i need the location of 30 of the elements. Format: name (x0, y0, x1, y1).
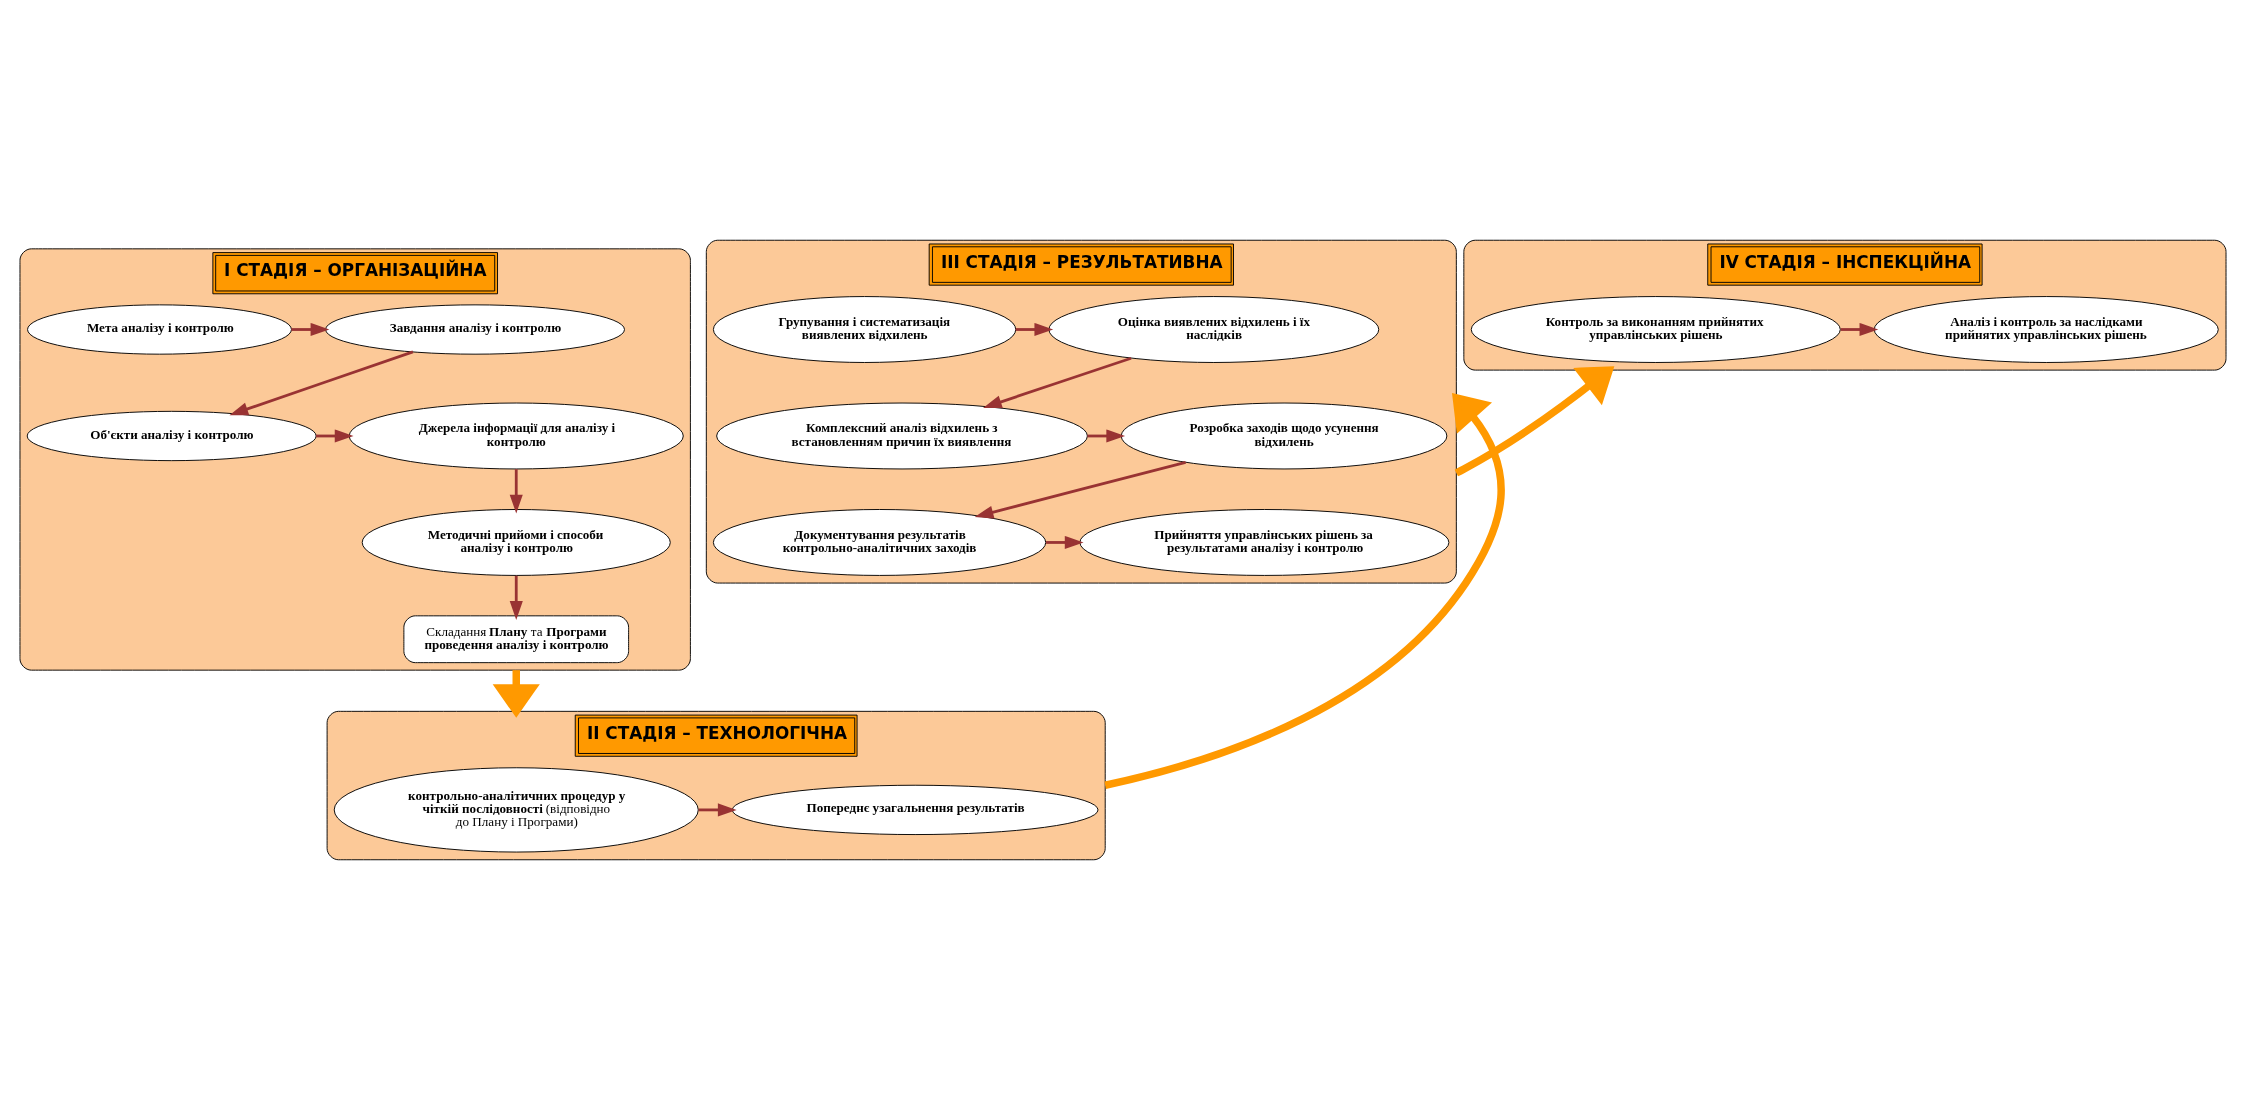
arrow (1046, 535, 1084, 549)
node-box: Складання Плану та Програми проведення аналізу і контролю (403, 614, 630, 663)
arrow (698, 802, 737, 816)
arrow (1104, 392, 1505, 789)
node-ellipse: Джерела інформації для аналізу і контролю (348, 402, 684, 469)
node-ellipse: Контроль за виконанням прийнятих управлінських рішень (1470, 295, 1841, 363)
arrow (1087, 428, 1126, 443)
node-ellipse: Аналіз і контроль за наслідками прийнятих управлінських рішень (1873, 295, 2219, 363)
arrow (291, 322, 330, 336)
node-ellipse: Мета аналізу і контролю (27, 303, 292, 355)
arrow (983, 356, 1132, 408)
node-ellipse: Попереднє узагальнення результатів (731, 784, 1099, 835)
arrow (316, 428, 354, 443)
node-ellipse: Комплексний аналіз відхилень з встановленням причин їх виявлення (716, 402, 1088, 469)
node-ellipse: Завдання аналізу і контролю (325, 303, 625, 355)
arrow (1840, 322, 1879, 336)
node-ellipse: Методичні прийоми і способи аналізу і контролю (361, 508, 671, 576)
arrow (229, 350, 414, 415)
node-ellipse: Прийняття управлінських рішень за результатами аналізу і контролю (1079, 508, 1450, 576)
node-ellipse: Групування і систематизація виявлених відхилень (712, 295, 1017, 363)
node-ellipse: Документування результатів контрольно-аналітичних заходів (712, 508, 1047, 576)
arrow (974, 460, 1186, 519)
node-ellipse: контрольно-аналітичних процедур у чіткій послідовності (відповідно до Плану і Програми) (333, 766, 699, 852)
arrow (1015, 322, 1054, 336)
node-ellipse: Розробка заходів щодо усунення відхилень (1120, 402, 1448, 469)
arrow (1454, 365, 1615, 476)
node-ellipse: Об'єкти аналізу і контролю (26, 410, 317, 461)
arrow (509, 575, 523, 620)
arrow (509, 468, 523, 513)
node-ellipse: Оцінка виявлених відхилень і їх наслідків (1048, 295, 1380, 363)
